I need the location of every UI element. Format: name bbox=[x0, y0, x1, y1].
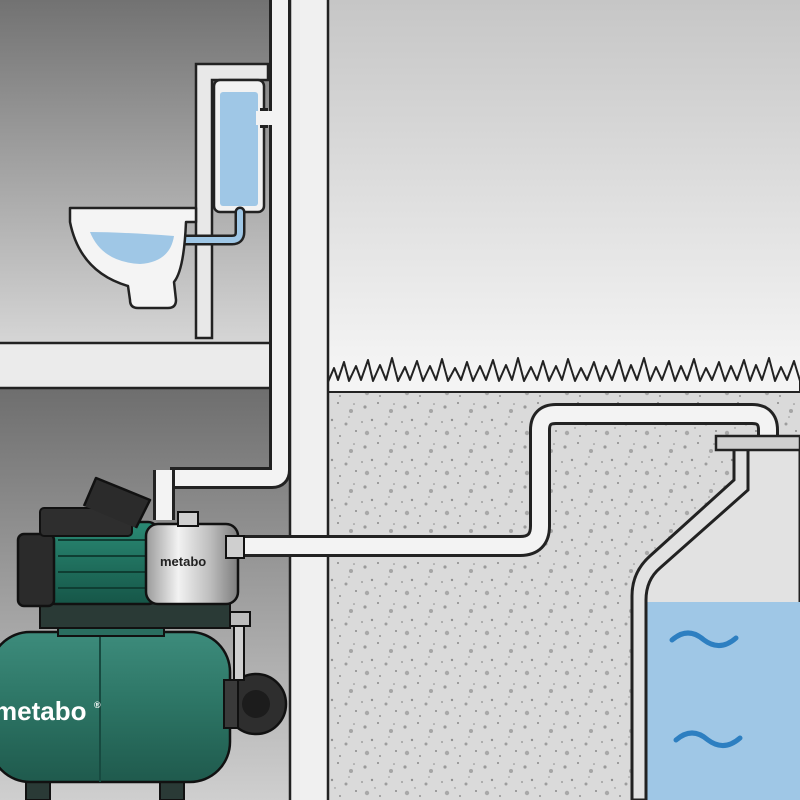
suction-pipe bbox=[232, 403, 779, 755]
pump-brand-label: metabo bbox=[160, 554, 206, 569]
pump-handle bbox=[82, 476, 152, 529]
pressure-switch-stem bbox=[233, 623, 245, 681]
well-water bbox=[646, 602, 800, 800]
floor-slab bbox=[0, 341, 300, 390]
motor-end-cap bbox=[16, 532, 56, 608]
pressure-tank: metabo ® bbox=[0, 611, 288, 800]
sky bbox=[328, 0, 800, 375]
tank-registered-mark: ® bbox=[94, 700, 101, 710]
water-well bbox=[630, 434, 800, 800]
well-cover bbox=[714, 434, 800, 452]
toilet-water bbox=[90, 232, 174, 264]
grass bbox=[327, 357, 800, 393]
cistern-water bbox=[220, 92, 258, 206]
water-wave-1 bbox=[669, 630, 739, 648]
pump: metabo bbox=[16, 476, 245, 629]
well-outline-inner bbox=[644, 440, 750, 800]
pump-outlet bbox=[177, 511, 199, 527]
exterior-wall bbox=[288, 0, 330, 800]
toilet bbox=[68, 62, 270, 340]
water-wave-2 bbox=[673, 730, 743, 748]
pump-inlet bbox=[225, 535, 245, 559]
cistern-bracket bbox=[194, 62, 270, 340]
tank-brand-label: metabo bbox=[0, 696, 86, 726]
supply-pipe bbox=[153, 0, 291, 520]
